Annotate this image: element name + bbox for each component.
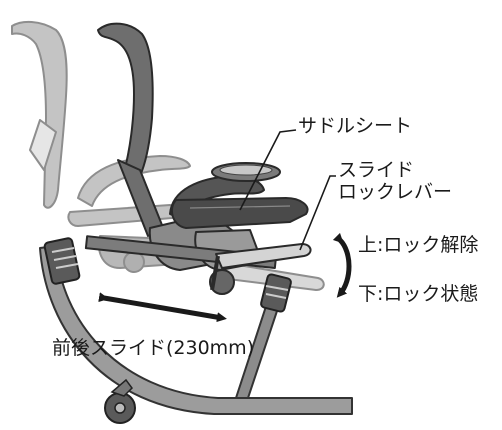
lever-leader [299,175,336,251]
lever-up-unlock-label: 上:ロック解除 [358,234,479,256]
slide-lock-lever-label: スライド ロックレバー [338,159,453,204]
base-frame [39,237,353,424]
backrest [97,22,154,177]
front-foot-pad [43,237,81,285]
saddle-seat [170,197,309,229]
slide-lock-lever-label-line1: スライド [338,159,415,181]
lever-down-lock-label: 下:ロック状態 [358,283,479,305]
ghost-knob [123,251,145,273]
backrest-lower [117,159,165,237]
saddle-leader [239,129,297,211]
main-chair [84,22,312,295]
ghost-backrest [11,20,68,209]
slide-lock-lever-label-line2: ロックレバー [338,180,453,203]
ghost-armrest [77,155,191,207]
front-back-slide-label: 前後スライド(230mm) [52,337,255,359]
slide-arrow-icon [98,292,227,323]
saddle-seat-label: サドルシート [298,115,413,137]
leader-lines [239,129,336,251]
rear-foot-pad [260,273,292,313]
base-runner [39,245,353,415]
ghost-backrest-cutout [29,119,57,171]
lever-arrow-icon [332,232,352,298]
